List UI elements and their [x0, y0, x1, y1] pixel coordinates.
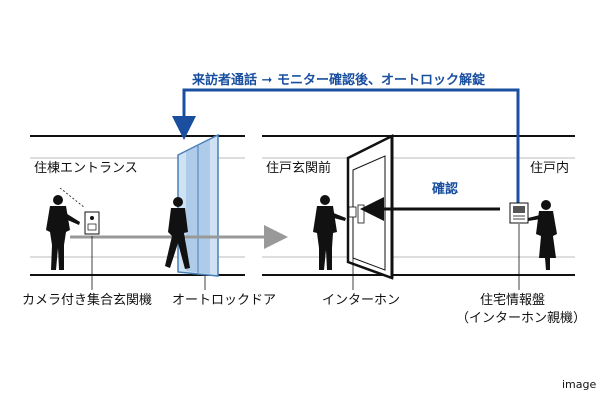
door-visitor-icon: [313, 195, 346, 270]
walking-person-icon: [165, 197, 190, 269]
confirm-label: 確認: [432, 181, 458, 197]
camera-panel: [59, 187, 100, 290]
zone-front: 住戸玄関前: [266, 160, 331, 176]
monitor-panel: [509, 202, 529, 290]
flow-label: 来訪者通話 ➞ モニター確認後、オートロック解錠: [191, 72, 486, 88]
flow-arrow: [172, 88, 520, 205]
caption-interphone: インターホン: [322, 293, 400, 308]
caption-camera-panel: カメラ付き集合玄関機: [22, 292, 152, 308]
autolock-door: [177, 133, 219, 277]
caption-autolock-door: オートロックドア: [172, 293, 276, 308]
zone-entrance: 住棟エントランス: [34, 161, 138, 176]
image-note: image: [562, 378, 596, 391]
dwelling-room: [262, 135, 575, 276]
zone-inside: 住戸内: [530, 160, 569, 176]
caption-monitor-line2: （インターホン親機）: [456, 311, 586, 326]
caption-monitor-line1: 住宅情報盤: [480, 293, 545, 308]
visitor-person-icon: [46, 195, 80, 270]
resident-person-icon: [528, 200, 557, 270]
interphone-unit: [348, 206, 357, 290]
